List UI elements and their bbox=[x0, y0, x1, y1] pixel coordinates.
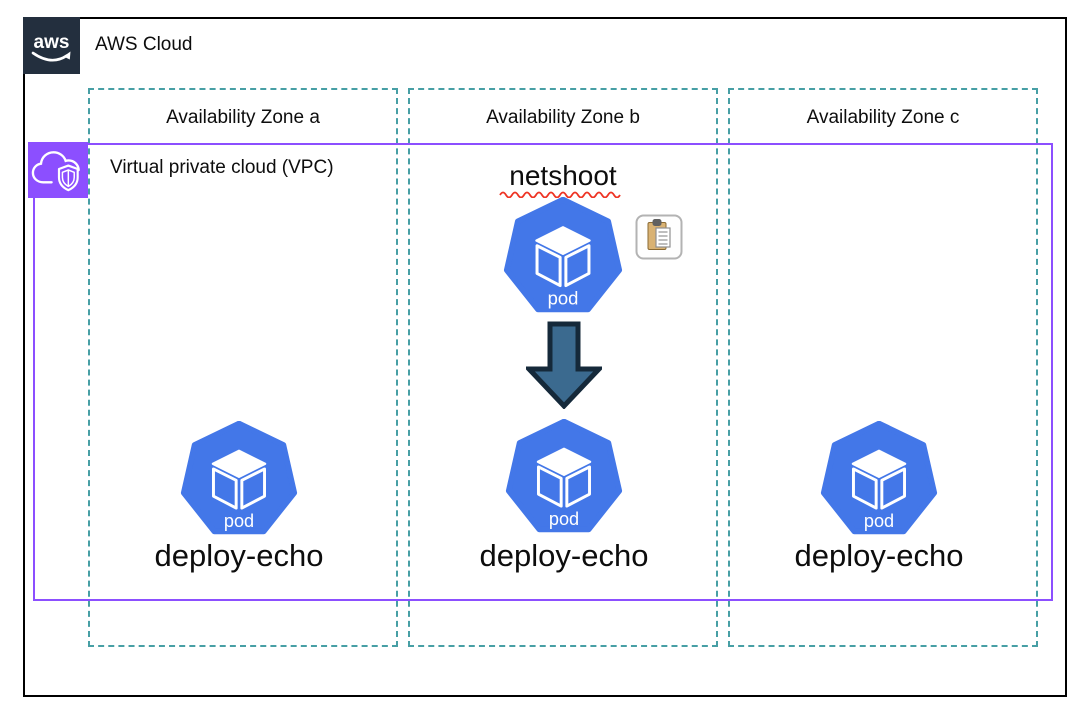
svg-text:pod: pod bbox=[224, 511, 254, 531]
availability-zone-a-label: Availability Zone a bbox=[166, 107, 320, 128]
availability-zone-b-label: Availability Zone b bbox=[486, 107, 640, 128]
deploy-echo-label-c: deploy-echo bbox=[794, 538, 964, 573]
clipboard-paste-icon bbox=[635, 214, 683, 260]
deploy-echo-pod-icon-c[interactable]: pod bbox=[820, 420, 938, 535]
svg-text:pod: pod bbox=[864, 511, 894, 531]
availability-zone-b-group[interactable]: Availability Zone b bbox=[408, 88, 718, 647]
flow-arrow[interactable] bbox=[523, 321, 605, 410]
deploy-echo-pod-icon-b[interactable]: pod bbox=[505, 418, 623, 533]
aws-logo-icon: aws bbox=[23, 17, 80, 74]
svg-text:aws: aws bbox=[34, 32, 70, 53]
deploy-echo-label-b: deploy-echo bbox=[479, 538, 649, 573]
availability-zone-c-group[interactable]: Availability Zone c bbox=[728, 88, 1038, 647]
svg-text:pod: pod bbox=[548, 288, 579, 309]
kubernetes-pod-icon: pod bbox=[820, 420, 938, 535]
availability-zone-c-label: Availability Zone c bbox=[806, 107, 960, 128]
deploy-echo-pod-icon-a[interactable]: pod bbox=[180, 420, 298, 535]
vpc-label: Virtual private cloud (VPC) bbox=[110, 157, 334, 178]
cloud-shield-icon bbox=[31, 151, 80, 192]
netshoot-pod-icon[interactable]: pod bbox=[503, 196, 623, 313]
aws-cloud-group[interactable] bbox=[23, 17, 1067, 697]
spellcheck-underline bbox=[499, 191, 621, 198]
kubernetes-pod-icon: pod bbox=[503, 196, 623, 313]
svg-text:pod: pod bbox=[549, 509, 579, 529]
kubernetes-pod-icon: pod bbox=[505, 418, 623, 533]
netshoot-pod-label: netshoot bbox=[509, 160, 617, 191]
kubernetes-pod-icon: pod bbox=[180, 420, 298, 535]
aws-smile-logo: aws bbox=[31, 32, 71, 62]
vpc-group[interactable] bbox=[33, 143, 1053, 601]
clipboard-paste-button[interactable] bbox=[635, 214, 683, 260]
aws-cloud-label: AWS Cloud bbox=[95, 34, 193, 55]
vpc-icon bbox=[28, 142, 88, 198]
down-block-arrow-icon bbox=[523, 321, 605, 410]
deploy-echo-label-a: deploy-echo bbox=[154, 538, 324, 573]
availability-zone-a-group[interactable]: Availability Zone a bbox=[88, 88, 398, 647]
